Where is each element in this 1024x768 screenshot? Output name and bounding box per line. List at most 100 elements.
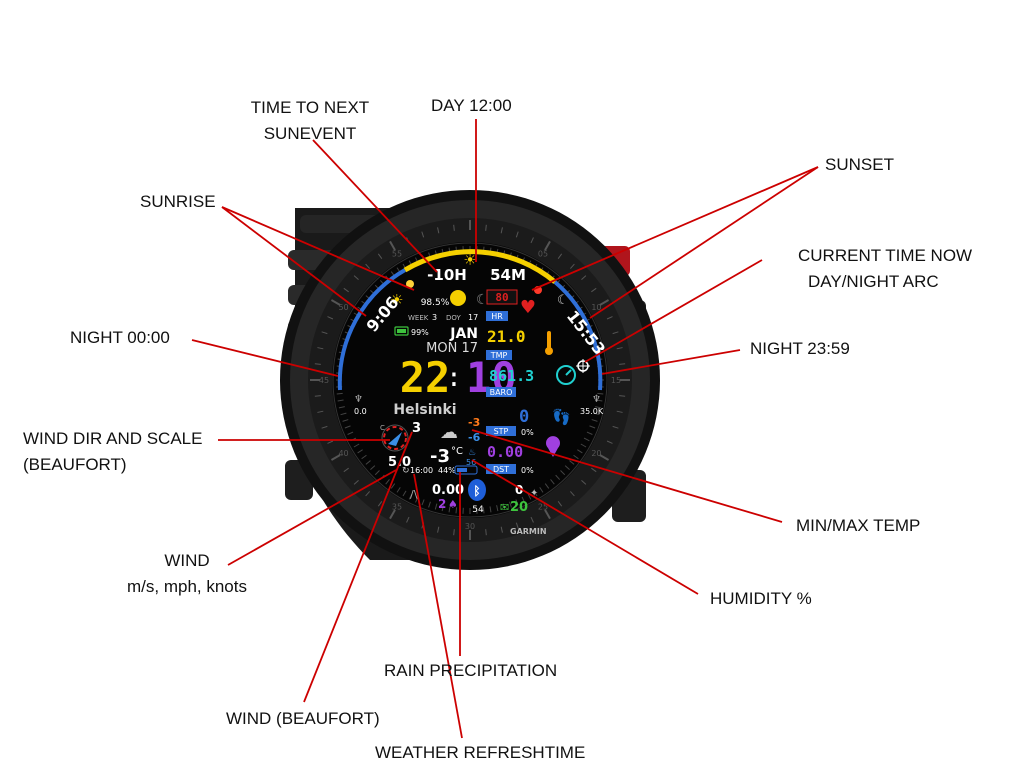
dial-tick (353, 443, 360, 448)
dial-tick (595, 406, 602, 409)
dial-tick (586, 431, 593, 435)
steps-percent: 0% (521, 428, 534, 437)
dial-tick (428, 501, 431, 508)
label-wind-dir-line2: (BEAUFORT) (23, 455, 127, 474)
label-wind-dir: WIND DIR AND SCALE (BEAUFORT) (23, 426, 202, 478)
label-wind-beaufort: WIND (BEAUFORT) (226, 709, 380, 728)
right-scale-icon: ♆ (592, 394, 601, 405)
dial-tick (385, 479, 390, 485)
label-current-time-line2: DAY/NIGHT ARC (808, 272, 939, 291)
time-to-event-min: 54M (490, 266, 526, 284)
dial-tick (533, 490, 538, 497)
heart-rate: 80 (495, 291, 508, 304)
weekday-date: MON 17 (426, 341, 478, 356)
dial-tick (357, 449, 363, 454)
right-scale-value: 35.0K (580, 407, 604, 416)
bezel-tick (377, 501, 383, 507)
label-time-to-next-line2: SUNEVENT (263, 124, 357, 143)
bezel-tick (321, 331, 328, 335)
dial-tick (509, 501, 512, 508)
dst-label: DST (493, 465, 509, 474)
hr-label: HR (491, 312, 503, 321)
bezel-tick (365, 263, 371, 269)
dial-tick (448, 506, 451, 513)
moon-percent: 98.5% (421, 298, 450, 308)
dial-tick (370, 465, 376, 471)
temp-unit: °C (451, 446, 463, 457)
bottom-distance: 0.00 (432, 483, 464, 498)
bezel-tick (606, 440, 613, 444)
doy-label: DOY (446, 314, 462, 322)
week-label: WEEK (408, 314, 429, 322)
bezel-tick (619, 395, 626, 397)
heart-icon: ♥ (520, 297, 536, 318)
bezel-tick (327, 316, 334, 320)
dial-tick (515, 499, 519, 506)
refresh-icon: ↻ (402, 466, 410, 476)
month: JAN (449, 326, 478, 342)
dial-tick (338, 406, 345, 409)
label-current-time: CURRENT TIME NOW DAY/NIGHT ARC (798, 243, 972, 295)
dial-tick (597, 392, 604, 395)
dial-tick (583, 437, 590, 442)
notification-icon: ♠ (448, 498, 458, 511)
bezel-tick (317, 410, 324, 413)
label-wind: WIND m/s, mph, knots (103, 548, 271, 600)
bezel-tick (500, 227, 503, 234)
label-min-max-temp: MIN/MAX TEMP (796, 516, 921, 535)
day-arc (403, 249, 557, 284)
bezel-number: 50 (338, 303, 348, 312)
label-weather-refresh: WEATHER REFRESHTIME (375, 743, 586, 762)
dial-tick (374, 470, 380, 476)
bezel-tick (619, 363, 626, 365)
city: Helsinki (393, 402, 456, 418)
rain-percent: 44% (438, 466, 456, 475)
bezel-tick (569, 263, 575, 269)
refresh-time: 16:00 (410, 466, 433, 475)
bezel-tick (317, 347, 324, 350)
hr-label-box (486, 311, 508, 321)
bezel-tick (327, 440, 334, 444)
label-night-end: NIGHT 23:59 (750, 339, 850, 358)
bezel-tick (377, 253, 383, 259)
steps: 0 (519, 407, 529, 427)
left-scale-value: 0.0 (354, 407, 367, 416)
time-to-event: -10H (427, 266, 467, 284)
gauge-icon (556, 365, 576, 385)
dial-tick (564, 465, 570, 471)
dial-tick (336, 392, 343, 395)
battery-icon (394, 326, 409, 336)
min-temp: -3 (468, 416, 480, 429)
bezel-tick (612, 331, 619, 335)
footsteps-icon: 👣 (552, 407, 571, 426)
bezel-tick (599, 454, 610, 461)
bezel-number: 05 (538, 250, 548, 259)
beaufort-scale: 3 (412, 421, 421, 436)
bezel-tick (343, 467, 349, 473)
bluetooth-icon (468, 479, 486, 501)
dial-tick (340, 412, 347, 416)
moon-crescent-icon: ☾ (476, 292, 489, 308)
bezel-tick (485, 529, 487, 536)
bezel-tick (343, 287, 349, 293)
label-sunrise: SUNRISE (140, 192, 216, 211)
bezel-tick (353, 275, 359, 281)
label-sunset: SUNSET (825, 155, 894, 174)
dial-tick (361, 454, 367, 460)
stp-label-box (486, 426, 516, 436)
dial-tick (593, 412, 600, 416)
hr-box (486, 289, 518, 305)
dial-tick (589, 425, 596, 429)
moon-phase-icon (450, 290, 466, 306)
bezel-tick (591, 287, 597, 293)
night-arc-right (553, 280, 603, 391)
message-icon: ✉ (500, 501, 509, 514)
bezel-tick (591, 467, 597, 473)
bezel-tick (330, 454, 341, 461)
label-day-noon: DAY 12:00 (431, 96, 512, 115)
location-icon (546, 436, 560, 457)
annotation-lines (191, 119, 819, 739)
dial-tick (421, 499, 425, 506)
dial-tick (441, 505, 444, 512)
